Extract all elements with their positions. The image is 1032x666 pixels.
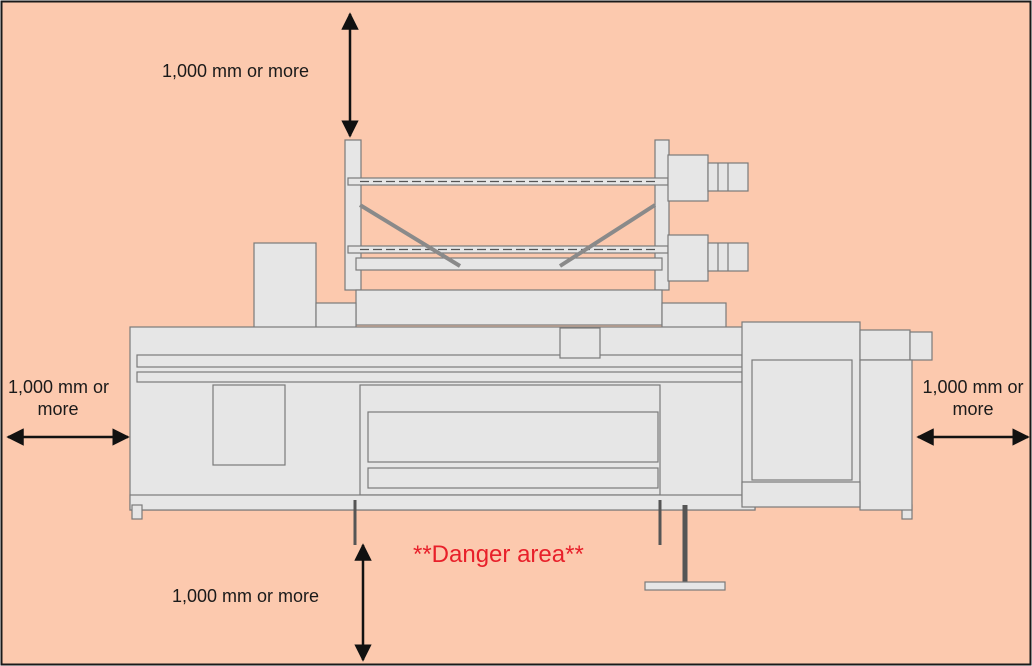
printer-main-body [129, 326, 913, 520]
carriage-unit-icon [741, 321, 933, 511]
top-clearance-label: 1,000 mm or more [162, 61, 310, 81]
left-clearance-line1: 1,000 mm or [8, 377, 110, 397]
right-clearance-line2: more [952, 399, 994, 419]
left-clearance-label: 1,000 mm or more [8, 376, 110, 420]
stand-foot-icon [644, 581, 726, 591]
right-clearance-line1: 1,000 mm or [922, 377, 1024, 397]
bottom-clearance-label: 1,000 mm or more [172, 586, 320, 606]
right-clearance-label: 1,000 mm or more [918, 376, 1028, 420]
printer-top-view-icon [129, 139, 933, 591]
danger-area-label: **Danger area** [413, 541, 584, 568]
left-clearance-line2: more [37, 399, 79, 419]
ink-box-icon [253, 242, 317, 329]
